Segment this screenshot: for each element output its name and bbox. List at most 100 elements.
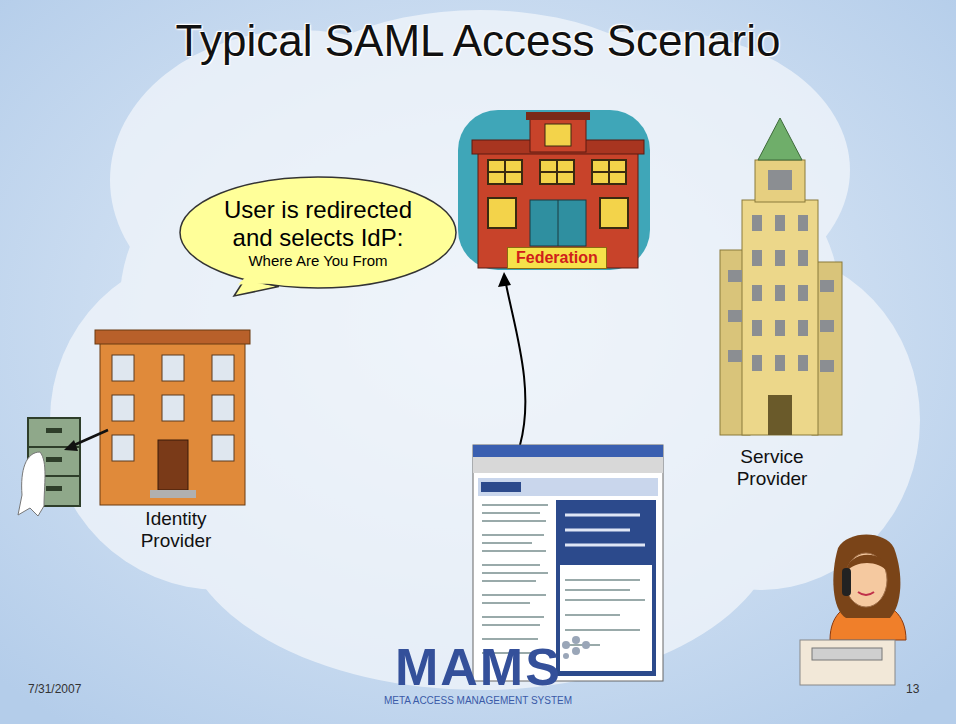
- service-provider-building-part-part: [775, 355, 785, 371]
- service-provider-building-part-part: [752, 215, 762, 231]
- service-provider-building-part-part: [728, 310, 742, 322]
- mams-logo-dots: [562, 636, 590, 659]
- user-at-desk-part: [812, 648, 882, 660]
- identity-provider-building-part-part: [162, 355, 184, 381]
- file-cabinet-part: [46, 486, 62, 491]
- service-provider-building-part: [755, 160, 805, 202]
- bubble-ellipse: [180, 177, 456, 288]
- mams-logo-dots-part: [572, 636, 580, 644]
- cloud: [50, 10, 920, 690]
- building-label: Identity Provider: [126, 508, 226, 552]
- arrow-to-federation: [498, 272, 525, 445]
- slide-date: 7/31/2007: [28, 682, 81, 696]
- arrow-to-federation-part: [506, 284, 525, 445]
- logo-wordmark: MAMS: [395, 640, 562, 694]
- service-provider-building-part-part: [820, 280, 834, 292]
- service-provider-building-part-part: [728, 270, 742, 282]
- federation-building-part: [478, 150, 638, 268]
- service-provider-building-part-part: [798, 250, 808, 266]
- identity-provider-building-part: [158, 440, 188, 490]
- user-at-desk-part: [858, 592, 874, 595]
- service-provider-building-part-part: [775, 215, 785, 231]
- federation-building-part: [600, 198, 628, 228]
- service-provider-building-part: [768, 395, 792, 435]
- federation-building: [458, 110, 650, 270]
- browser-screenshot-part: [482, 505, 548, 653]
- service-provider-building-part-part: [752, 355, 762, 371]
- browser-screenshot-part: [478, 478, 658, 496]
- cloud-part: [180, 350, 780, 690]
- arrow-to-federation-part: [498, 272, 511, 287]
- bubble-heading: User is redirected and selects IdP:: [223, 196, 413, 252]
- identity-provider-building-part-part: [212, 355, 234, 381]
- federation-building-part: [458, 110, 650, 270]
- browser-screenshot-part: [556, 500, 656, 676]
- identity-provider-building-part: [100, 340, 245, 505]
- service-provider-building-part-part: [752, 320, 762, 336]
- browser-screenshot-part: [565, 515, 645, 545]
- user-at-desk-part: [800, 640, 895, 685]
- service-provider-building-part-part: [775, 285, 785, 301]
- bubble-text-block: User is redirected and selects IdP:Where…: [223, 196, 413, 270]
- service-provider-building-part-part: [752, 285, 762, 301]
- identity-provider-building-part-part: [212, 435, 234, 461]
- building-name: Service Provider: [712, 446, 832, 490]
- federation-building-part: [530, 118, 586, 152]
- user-at-desk-part: [833, 535, 900, 619]
- service-provider-building-part-part: [775, 320, 785, 336]
- user-at-desk: [800, 535, 906, 686]
- file-cabinet-part: [64, 440, 78, 451]
- federation-building-part: [488, 160, 626, 184]
- browser-screenshot-part: [560, 565, 652, 671]
- logo-tagline: META ACCESS MANAGEMENT SYSTEM: [384, 695, 572, 707]
- service-provider-building-part: [758, 118, 802, 160]
- bubble-tail-join: [238, 276, 277, 285]
- bubble-body: Where Are You From: [223, 252, 413, 270]
- service-provider-building-part-part: [798, 320, 808, 336]
- file-cabinet-part: [46, 428, 62, 433]
- service-provider-building-part-part: [775, 250, 785, 266]
- service-provider-building-part-part: [752, 250, 762, 266]
- building-label: Service Provider: [712, 446, 832, 490]
- browser-screenshot-part: [473, 457, 663, 473]
- mams-logo-dots-part: [582, 641, 590, 649]
- identity-provider-building: [95, 330, 250, 505]
- federation-building-part: [558, 200, 559, 246]
- service-provider-building: [720, 118, 842, 435]
- identity-provider-building-part-part: [112, 395, 134, 421]
- service-provider-building-part-part: [798, 355, 808, 371]
- browser-screenshot-part-part: [482, 505, 548, 653]
- user-at-desk-part: [846, 555, 888, 572]
- file-cabinet-part: [72, 430, 108, 446]
- federation-building-part: [545, 124, 571, 146]
- federation-sign: Federation: [507, 247, 607, 269]
- mams-logo-dots-part: [562, 641, 570, 649]
- service-provider-building-part-part: [768, 170, 792, 190]
- federation-building-part: [488, 198, 516, 228]
- federation-building-part: [526, 112, 590, 120]
- browser-screenshot-part: [565, 580, 645, 645]
- file-cabinet-part: [18, 452, 45, 516]
- sign-text: Federation: [516, 249, 598, 267]
- service-provider-building-part-part: [798, 215, 808, 231]
- service-provider-building-part: [728, 170, 834, 372]
- browser-screenshot-part: [481, 482, 521, 492]
- identity-provider-building-part-part: [112, 435, 134, 461]
- identity-provider-building-part-part: [212, 395, 234, 421]
- file-cabinet-part: [46, 457, 62, 462]
- building-name: Identity Provider: [126, 508, 226, 552]
- service-provider-building-part-part: [820, 320, 834, 332]
- user-at-desk-part: [845, 553, 887, 607]
- service-provider-building-part-part: [798, 285, 808, 301]
- service-provider-building-part: [742, 200, 818, 435]
- identity-provider-building-part-part: [162, 395, 184, 421]
- federation-building-part: [530, 200, 586, 246]
- user-at-desk-part: [842, 568, 851, 596]
- slide-title: Typical SAML Access Scenario: [170, 14, 786, 68]
- service-provider-building-part-part: [728, 350, 742, 362]
- mams-logo-dots-part: [572, 647, 580, 655]
- mams-logo-dots-part: [563, 653, 569, 659]
- speech-bubble: User is redirected and selects IdP:Where…: [178, 175, 458, 290]
